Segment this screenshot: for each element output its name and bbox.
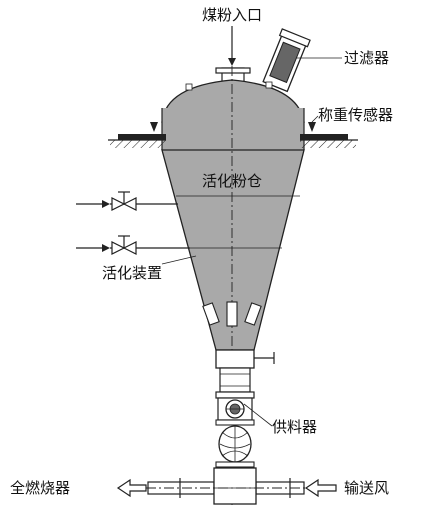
outlet-neck (215, 349, 275, 369)
valve-lower (111, 235, 137, 255)
weigh-sensor-label: 称重传感器 (318, 106, 393, 124)
inlet-arrow (228, 26, 236, 66)
activation-leader (161, 255, 197, 265)
valve-upper (111, 191, 137, 211)
inlet-nozzle (215, 67, 251, 83)
burner-arrow (116, 478, 147, 498)
activation-nozzles (202, 301, 262, 327)
rotary-valve (215, 419, 255, 468)
feeder (217, 397, 253, 421)
burner-label: 全燃烧器 (10, 479, 70, 497)
activation-label: 活化装置 (102, 264, 162, 282)
transport-air-label: 输送风 (344, 479, 389, 497)
outlet-spool (215, 367, 255, 399)
feeder-leader (243, 403, 273, 427)
weigh-sensor-right (300, 122, 358, 148)
filter (262, 28, 311, 93)
inlet-label: 煤粉入口 (202, 6, 262, 24)
weigh-sensor-leader (311, 115, 319, 123)
conveying-pipe (146, 467, 306, 505)
transport-air-arrow (304, 478, 337, 498)
silo-label: 活化粉仓 (202, 172, 262, 190)
feeder-label: 供料器 (272, 418, 317, 436)
weigh-sensor-left (108, 122, 166, 148)
filter-label: 过滤器 (344, 49, 389, 67)
